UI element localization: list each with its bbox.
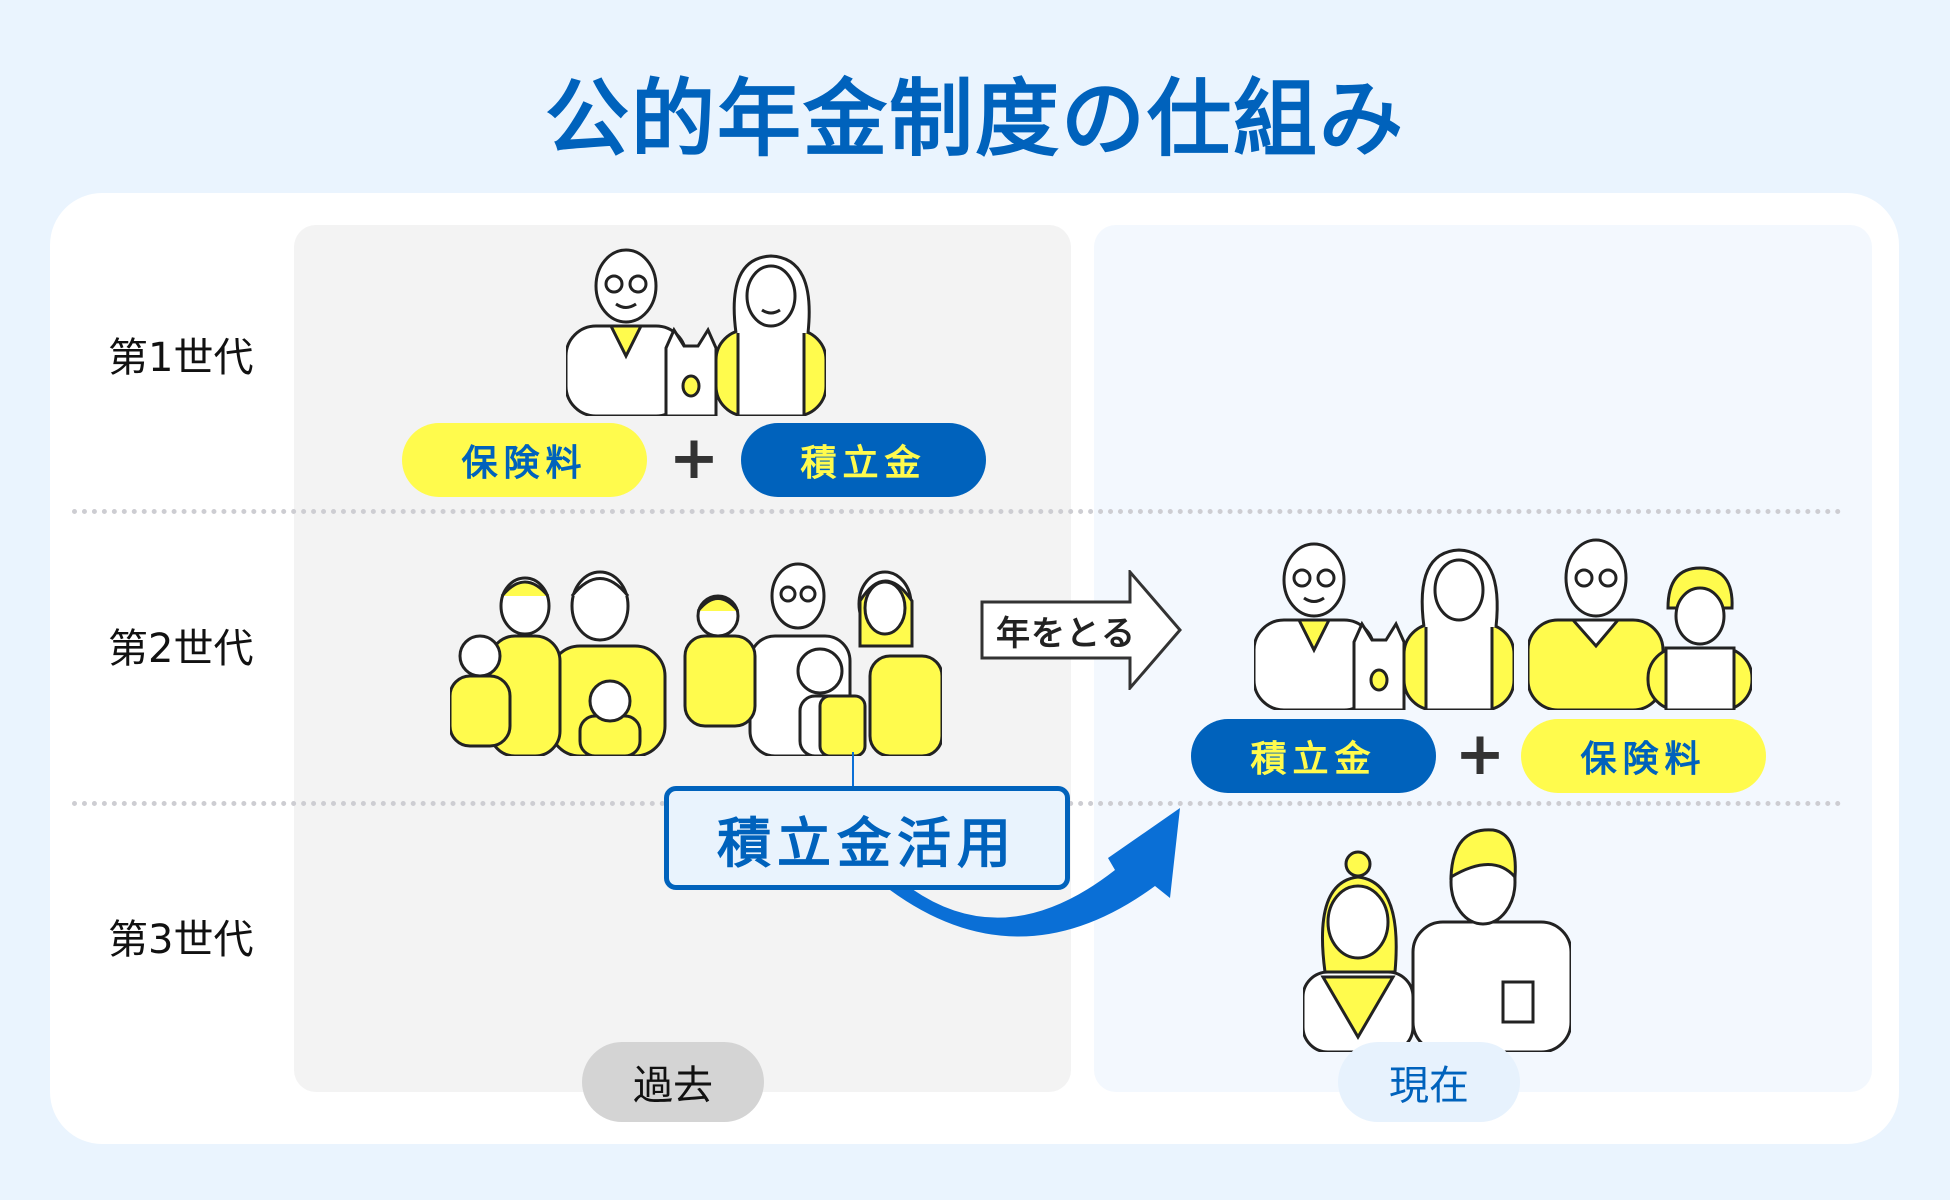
row-divider (72, 509, 1842, 514)
young-couple-illustration (1303, 822, 1571, 1052)
elderly-couple-with-dog-illustration (1254, 530, 1514, 710)
generation-2-label: 第2世代 (108, 626, 254, 672)
past-label: 過去 (582, 1042, 764, 1122)
family-illustration (450, 556, 670, 756)
plus-icon: + (1454, 719, 1506, 789)
present-label: 現在 (1338, 1042, 1520, 1122)
page-title: 公的年金制度の仕組み (544, 70, 1405, 168)
plus-icon: + (668, 423, 720, 493)
aging-arrow-icon (980, 570, 1184, 690)
generation-3-label: 第3世代 (108, 917, 254, 963)
reserve-fund-pill: 積立金 (1191, 719, 1436, 793)
generation-1-label: 第1世代 (108, 335, 254, 381)
premium-pill: 保険料 (1521, 719, 1766, 793)
family-with-schoolbag-illustration (680, 556, 942, 756)
reserve-fund-pill: 積立金 (741, 423, 986, 497)
reserve-usage-box: 積立金活用 (664, 786, 1070, 890)
elderly-couple-glasses-illustration (1528, 528, 1752, 710)
curved-arrow-icon (880, 800, 1200, 950)
premium-pill: 保険料 (402, 423, 647, 497)
connector-line (852, 752, 854, 788)
aging-arrow-label: 年をとる (996, 614, 1136, 654)
elderly-couple-with-dog-illustration (566, 238, 826, 416)
